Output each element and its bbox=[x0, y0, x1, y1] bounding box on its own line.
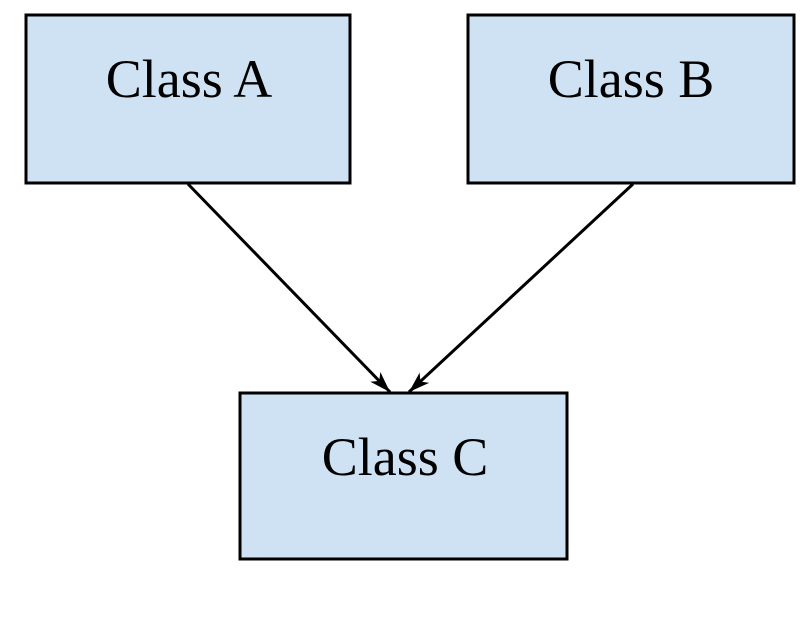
node-class-c-label: Class C bbox=[322, 427, 489, 487]
node-class-b-box bbox=[466, 13, 796, 185]
node-class-c: Class C bbox=[238, 391, 569, 561]
node-class-b-label: Class B bbox=[548, 49, 715, 109]
node-class-a-box bbox=[24, 13, 352, 185]
edge-class-b-to-class-c bbox=[407, 182, 635, 394]
node-class-c-box bbox=[238, 391, 569, 561]
node-class-a-label: Class A bbox=[106, 49, 273, 109]
node-class-b: Class B bbox=[466, 13, 796, 185]
node-class-a: Class A bbox=[24, 13, 352, 185]
edge-class-a-to-class-c bbox=[186, 182, 392, 394]
